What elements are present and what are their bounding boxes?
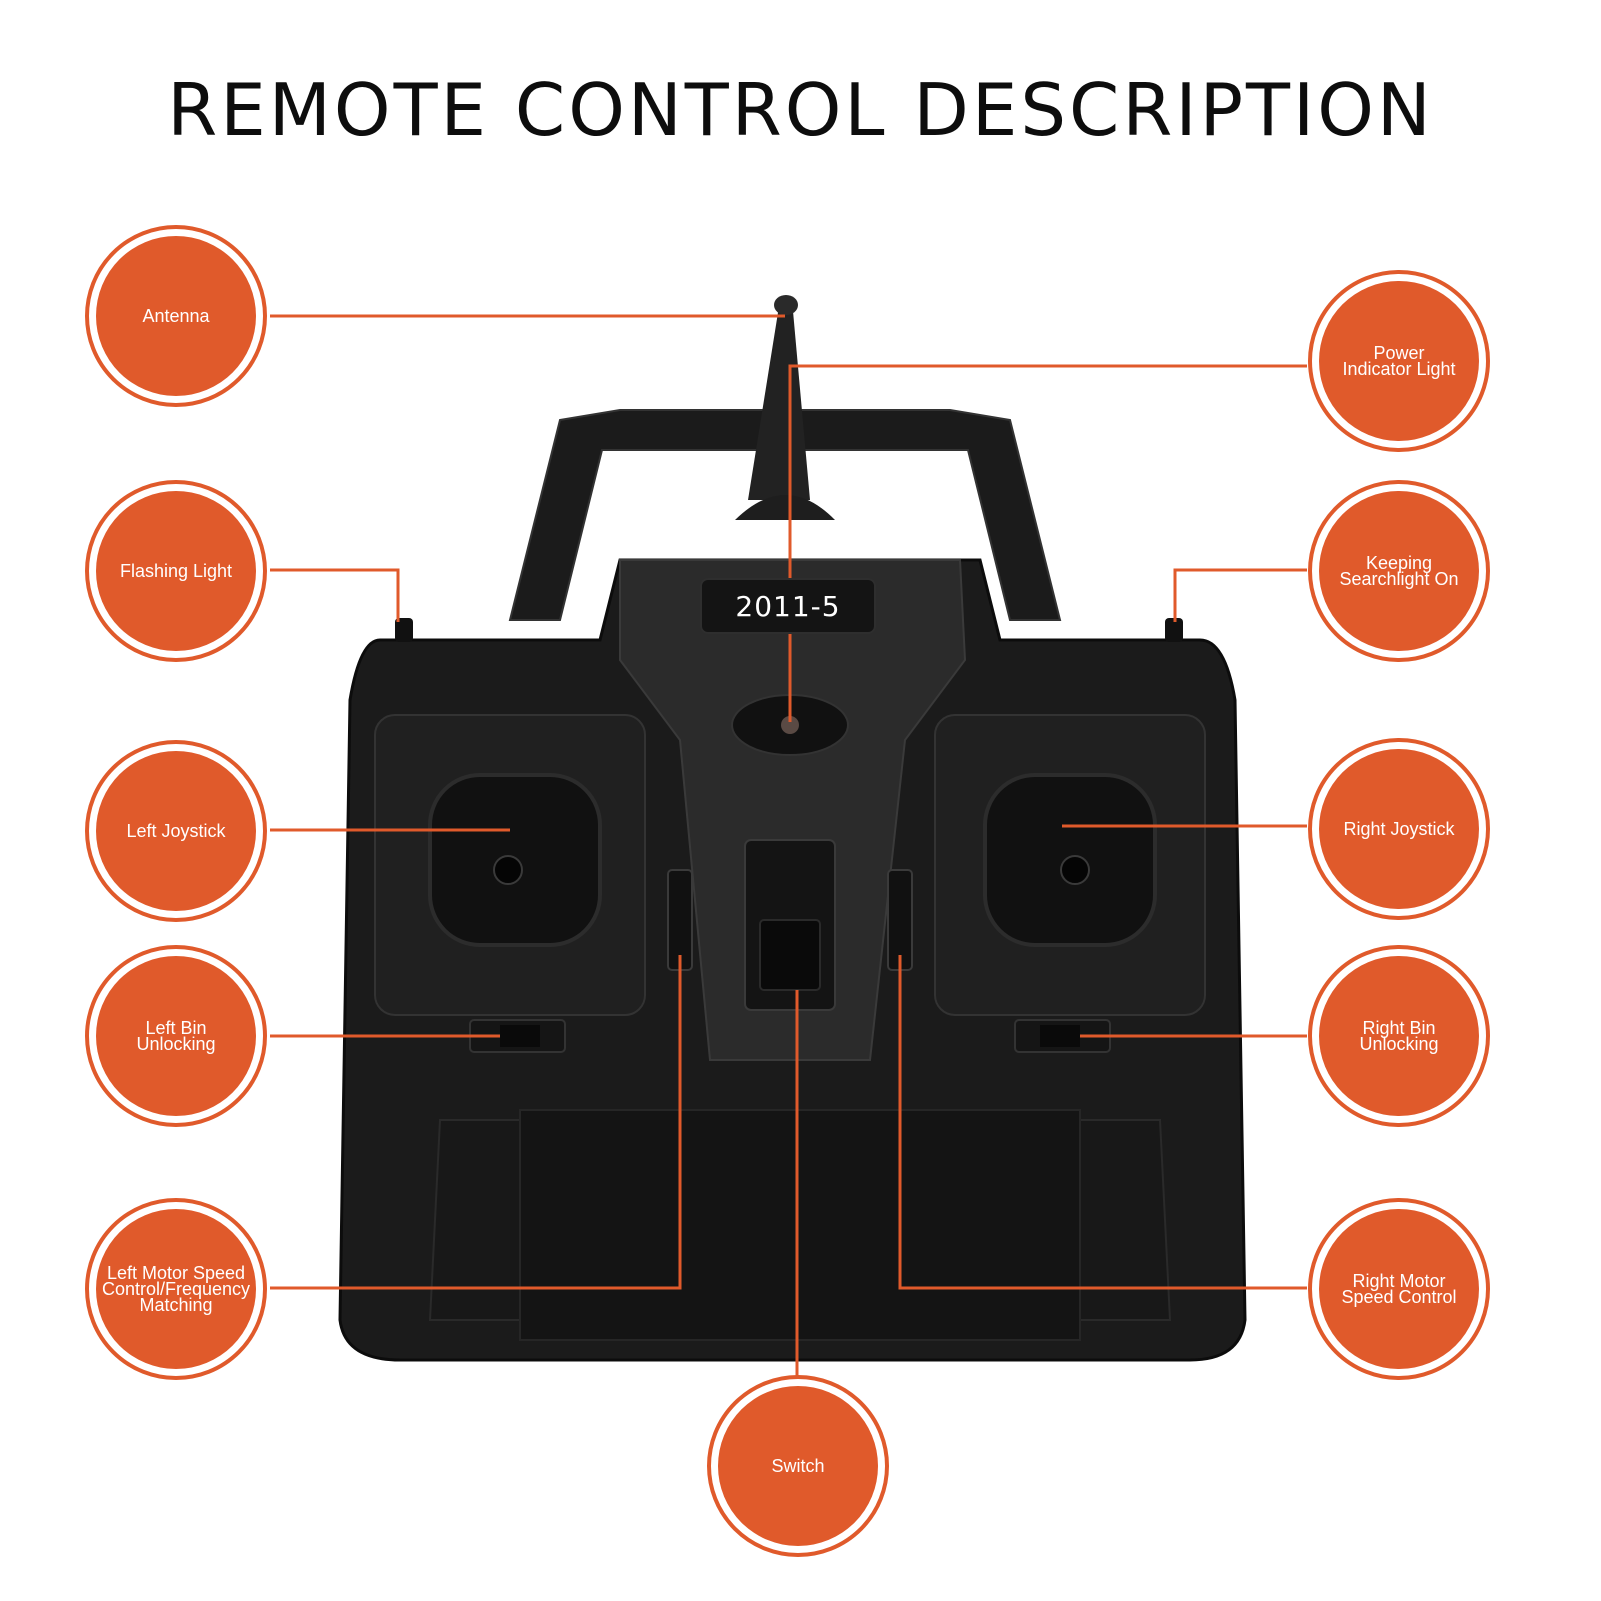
leader-flashing-light — [270, 568, 400, 622]
callout-right-bin-unlocking-label: Right Bin Unlocking — [1319, 956, 1479, 1116]
callout-keeping-searchlight-on-label: Keeping Searchlight On — [1319, 491, 1479, 651]
leader-left-motor — [270, 955, 682, 1290]
callout-power-indicator-light: Power Indicator Light — [1308, 270, 1490, 452]
callout-right-joystick: Right Joystick — [1308, 738, 1490, 920]
callout-flashing-light-label: Flashing Light — [96, 491, 256, 651]
leader-searchlight — [1173, 568, 1307, 622]
callout-keeping-searchlight-on: Keeping Searchlight On — [1308, 480, 1490, 662]
callout-left-bin-unlocking-label: Left Bin Unlocking — [96, 956, 256, 1116]
callout-right-motor-speed-label: Right Motor Speed Control — [1319, 1209, 1479, 1369]
callout-antenna-label: Antenna — [96, 236, 256, 396]
callout-right-joystick-label: Right Joystick — [1319, 749, 1479, 909]
callout-switch-label: Switch — [718, 1386, 878, 1546]
antenna-shape — [735, 295, 835, 520]
callout-right-bin-unlocking: Right Bin Unlocking — [1308, 945, 1490, 1127]
callout-left-bin-unlocking: Left Bin Unlocking — [85, 945, 267, 1127]
callout-antenna: Antenna — [85, 225, 267, 407]
callout-left-joystick: Left Joystick — [85, 740, 267, 922]
callout-left-joystick-label: Left Joystick — [96, 751, 256, 911]
model-number-plate: 2011-5 — [700, 578, 876, 634]
power-indicator-led — [781, 716, 799, 734]
carry-handle — [508, 409, 1062, 621]
callout-left-motor-speed: Left Motor Speed Control/Frequency Match… — [85, 1198, 267, 1380]
callout-left-motor-speed-label: Left Motor Speed Control/Frequency Match… — [96, 1209, 256, 1369]
callout-power-indicator-light-label: Power Indicator Light — [1319, 281, 1479, 441]
diagram-title: REMOTE CONTROL DESCRIPTION — [167, 68, 1434, 152]
callout-flashing-light: Flashing Light — [85, 480, 267, 662]
callout-switch: Switch — [707, 1375, 889, 1557]
callout-right-motor-speed: Right Motor Speed Control — [1308, 1198, 1490, 1380]
leader-right-motor — [898, 955, 1307, 1290]
